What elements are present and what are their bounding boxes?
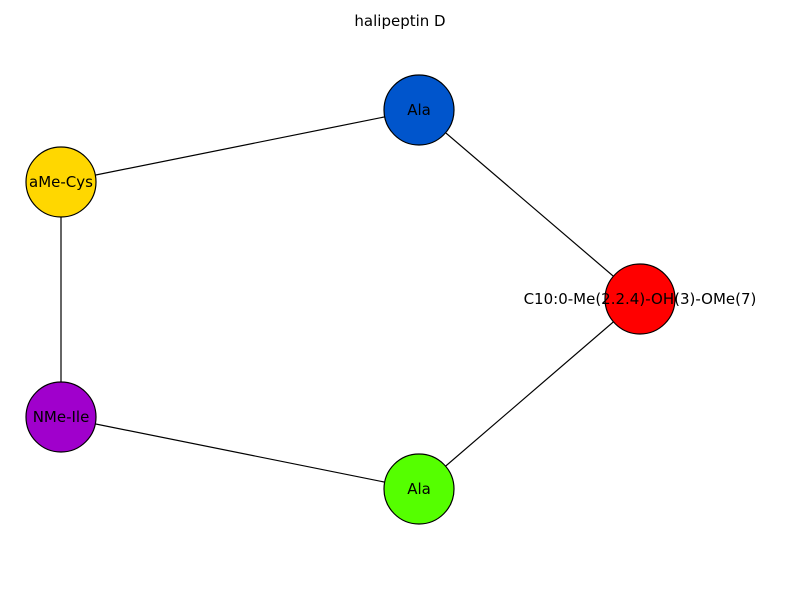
node-circle [25, 381, 97, 453]
node-n_ala_bottom: Ala [383, 453, 455, 525]
node-label: Ala [407, 480, 431, 498]
node-label: Ala [407, 101, 431, 119]
edge-layer [60, 109, 641, 490]
node-label: aMe-Cys [29, 173, 93, 191]
graph-title: halipeptin D [354, 12, 445, 30]
node-circle [25, 146, 97, 218]
node-n_ame_cys: aMe-Cys [25, 146, 97, 218]
node-circle [383, 453, 455, 525]
edge-n_ala_top-n_c10 [418, 109, 641, 300]
node-n_nme_ile: NMe-Ile [25, 381, 97, 453]
node-circle [383, 74, 455, 146]
edge-n_ame_cys-n_ala_top [60, 109, 420, 183]
node-label: NMe-Ile [33, 408, 90, 426]
node-n_ala_top: Ala [383, 74, 455, 146]
edge-n_ala_bottom-n_nme_ile [60, 416, 420, 490]
node-circle [604, 263, 676, 335]
edge-n_c10-n_ala_bottom [418, 298, 641, 490]
node-layer: AlaC10:0-Me(2.2.4)-OH(3)-OMe(7)AlaNMe-Il… [25, 74, 757, 525]
node-n_c10: C10:0-Me(2.2.4)-OH(3)-OMe(7) [524, 263, 757, 335]
node-label: C10:0-Me(2.2.4)-OH(3)-OMe(7) [524, 290, 757, 308]
